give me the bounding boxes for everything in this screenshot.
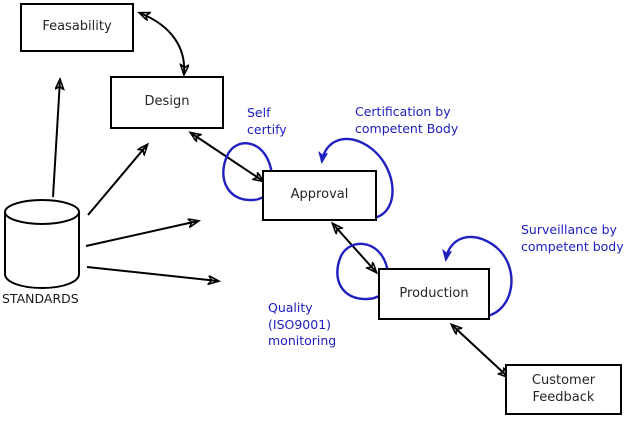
node-customer-feedback[interactable]: Customer Feedback — [505, 364, 622, 415]
flow-standards-feasability — [52, 80, 60, 198]
standards-datastore-label: STANDARDS — [2, 291, 79, 306]
flow-standards-design — [87, 145, 147, 216]
annotation-self-certify: Self certify — [247, 105, 287, 137]
node-design[interactable]: Design — [110, 76, 224, 129]
loop-certification-arrow — [322, 137, 394, 220]
node-production[interactable]: Production — [378, 268, 490, 320]
loop-quality-arrow — [336, 242, 388, 301]
node-feasability[interactable]: Feasability — [20, 3, 134, 52]
node-approval[interactable]: Approval — [262, 170, 377, 221]
node-customer-feedback-label: Customer Feedback — [531, 373, 596, 405]
standards-datastore-shape — [4, 199, 80, 290]
annotation-surveillance-by-competent-body: Surveillance by competent body — [521, 222, 624, 254]
loop-surveillance-arrow — [446, 235, 513, 318]
flow-standards-production — [86, 266, 218, 281]
annotation-certification-by-competent-body: Certification by competent Body — [355, 104, 459, 136]
annotation-quality-iso9001-monitoring: Quality (ISO9001) monitoring — [268, 300, 337, 348]
node-design-label: Design — [144, 94, 190, 110]
node-approval-label: Approval — [290, 187, 349, 203]
flow-standards-approval — [85, 221, 198, 247]
node-feasability-label: Feasability — [42, 19, 112, 35]
node-production-label: Production — [399, 285, 469, 301]
flow-production-customer-feedback — [452, 325, 508, 377]
flow-approval-production — [333, 224, 376, 272]
flow-feasability-design — [140, 13, 184, 74]
